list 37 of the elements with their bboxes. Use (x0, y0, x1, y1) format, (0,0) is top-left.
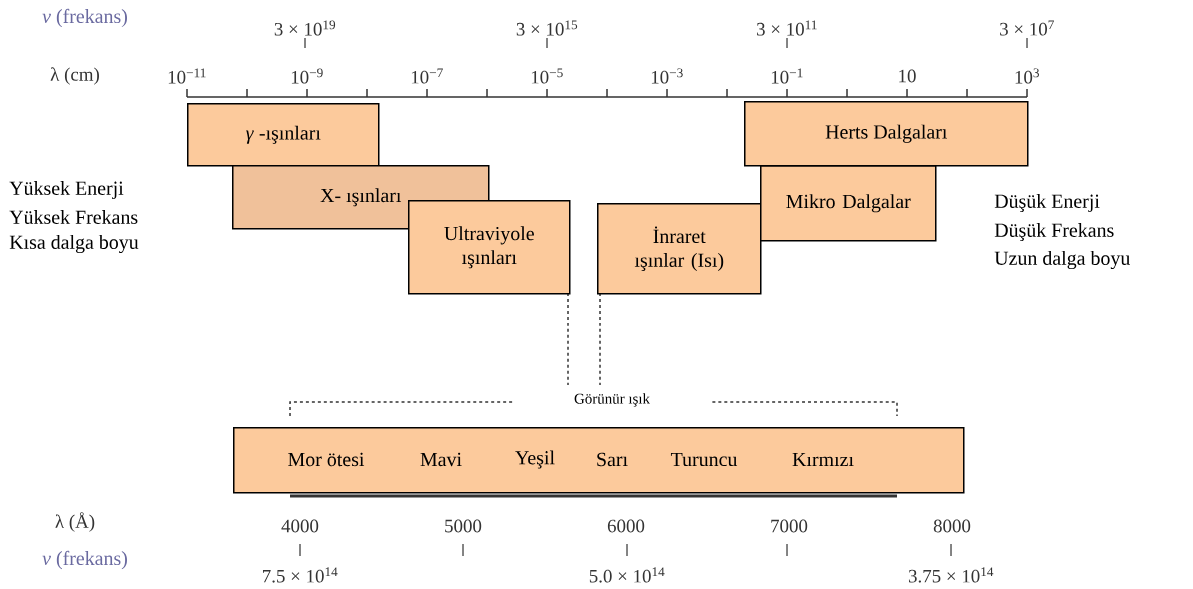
scale-label: 3.75 × 10$^{14}$ (908, 567, 994, 583)
spectrum-band: γ -ışınları (187, 103, 380, 167)
scale-label: 10$^{−5}$ (531, 68, 563, 84)
scale-label: 5000 (445, 519, 482, 533)
note-text: Yüksek Enerji (9, 180, 124, 199)
scale-label: 10 (899, 69, 916, 83)
scale-label: 3 × 10$^{7}$ (1000, 20, 1054, 36)
scale-label: 4000 (281, 519, 319, 533)
note-text: Yüksek Frekans (9, 210, 138, 224)
axis-title: ν (frekans) (42, 8, 127, 28)
spectrum-band: Herts Dalgaları (744, 101, 1029, 167)
spectrum-band: Ultraviyole ışınları (408, 200, 571, 295)
scale-label: 3 × 10$^{11}$ (757, 20, 817, 36)
scale-label: λ (cm) (50, 67, 99, 85)
scale-label: 7.5 × 10$^{14}$ (263, 567, 338, 583)
scale-label: 10$^{−1}$ (771, 68, 803, 84)
scale-label: 5.0 × 10$^{14}$ (589, 567, 665, 583)
note-text: Düşük Frekans (994, 222, 1114, 241)
spectrum-band: İnraret ışınlar (Isı) (597, 203, 762, 295)
note-text: Kısa dalga boyu (9, 234, 139, 254)
note-text: Uzun dalga boyu (994, 250, 1130, 270)
note-text: Düşük Enerji (994, 193, 1100, 212)
scale-label: 3 × 10$^{15}$ (516, 20, 578, 36)
scale-label: 10$^{−7}$ (411, 68, 443, 84)
axis-title: ν (frekans) (42, 550, 127, 570)
spectrum-bar: Mor ötesi Mavi Yeşil Sarı Turuncu Kırmızı (233, 427, 965, 494)
scale-label: 8000 (933, 519, 971, 533)
scale-label: 6000 (607, 519, 645, 533)
scale-label: 10$^{−3}$ (651, 68, 683, 84)
scale-label: 7000 (771, 519, 808, 533)
scale-label: 10$^{−11}$ (168, 68, 206, 84)
scale-label: 10$^{−9}$ (291, 68, 323, 84)
bracket-label: Görünür ışık (514, 392, 710, 408)
spectrum-band: Mikro Dalgalar (760, 165, 937, 242)
scale-label: 10$^{3}$ (1015, 68, 1040, 84)
scale-label: λ (Å) (55, 512, 95, 532)
scale-label: 3 × 10$^{19}$ (274, 20, 336, 36)
